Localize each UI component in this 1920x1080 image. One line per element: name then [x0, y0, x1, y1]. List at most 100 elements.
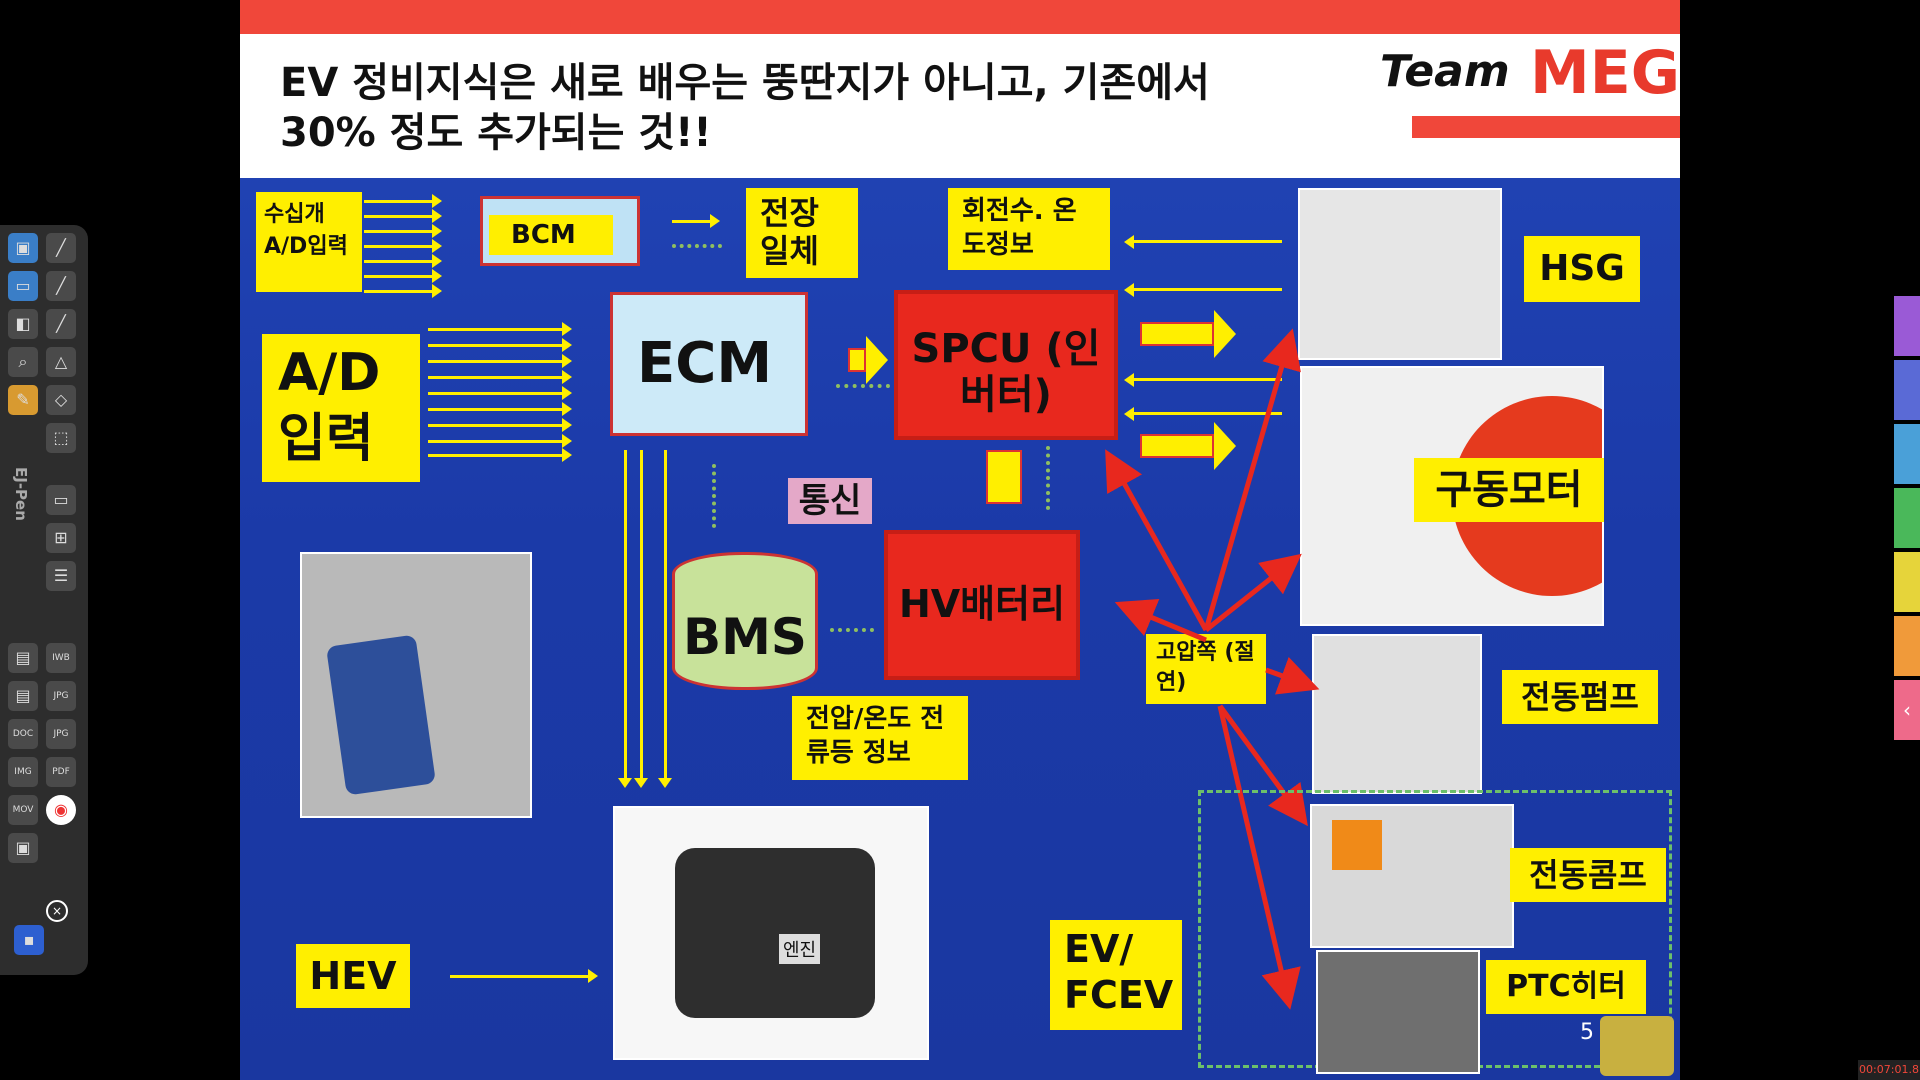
record-icon[interactable]: ◉: [46, 795, 76, 825]
arrow: [428, 418, 572, 432]
arrow: [658, 450, 672, 788]
doc-button[interactable]: DOC: [8, 719, 38, 749]
eraser-icon[interactable]: ◇: [46, 385, 76, 415]
red-arrow: [1204, 553, 1302, 632]
red-arrow: [1203, 328, 1301, 631]
brush-icon[interactable]: ╱: [46, 309, 76, 339]
brand-team: Team: [1380, 46, 1510, 97]
annotation-toolbar: ▣ ╱ ▭ ╱ ◧ ╱ ⌕ △ ✎ ◇ ⬚ EJ-Pen ▭ ⊞ ☰ ▤ IWB…: [0, 225, 88, 975]
tools-icon[interactable]: ✎: [8, 385, 38, 415]
ecm-block: ECM: [610, 292, 808, 436]
bms-block: BMS: [672, 552, 818, 690]
windows-icon[interactable]: ⊞: [46, 523, 76, 553]
side-tab-2[interactable]: [1894, 360, 1920, 420]
pen-icon[interactable]: ╱: [46, 233, 76, 263]
pump-label: 전동펌프: [1502, 670, 1658, 724]
pdf-export-button[interactable]: PDF: [46, 757, 76, 787]
mov-button[interactable]: MOV: [8, 795, 38, 825]
arrow: [364, 239, 442, 253]
rpm-temp-label: 회전수. 온도정보: [948, 188, 1110, 270]
jpg-export-button-2[interactable]: JPG: [46, 719, 76, 749]
motor-label: 구동모터: [1414, 458, 1604, 522]
battery-to-spcu-arrow: [986, 450, 1022, 504]
electrical-label: 전장 일체: [746, 188, 858, 278]
title-line-2: 30% 정도 추가되는 것!!: [280, 110, 712, 156]
side-tab-collapse-icon[interactable]: ‹: [1894, 680, 1920, 740]
spcu-block: SPCU (인버터): [894, 290, 1118, 440]
bcm-label: BCM: [489, 215, 613, 255]
presenter-thumbnail: [1600, 1016, 1674, 1076]
board-icon[interactable]: ▭: [46, 485, 76, 515]
magnifier-icon[interactable]: ⌕: [8, 347, 38, 377]
side-tab-3[interactable]: [1894, 424, 1920, 484]
notes-icon[interactable]: ▤: [8, 681, 38, 711]
arrow: [428, 402, 572, 416]
side-tab-1[interactable]: [1894, 296, 1920, 356]
engine-photo: 엔진: [613, 806, 929, 1060]
highlighter-icon[interactable]: ╱: [46, 271, 76, 301]
multi-ad-input-label: 수십개 A/D입력: [256, 192, 362, 292]
hsg-photo: [1298, 188, 1502, 360]
red-arrow: [1114, 599, 1207, 643]
page-number: 5: [1580, 1020, 1594, 1045]
hev-arrow: [450, 969, 598, 983]
arrow: [428, 370, 572, 384]
red-arrow: [1105, 449, 1209, 632]
arrow: [364, 269, 442, 283]
hsg-label: HSG: [1524, 236, 1640, 302]
bcm-block: BCM: [480, 196, 640, 266]
screen-icon[interactable]: ▭: [8, 271, 38, 301]
brand-underline: [1412, 116, 1680, 138]
slide-title: EV 정비지식은 새로 배우는 뚱딴지가 아니고, 기존에서 30% 정도 추가…: [280, 58, 1210, 158]
arrow: [364, 254, 442, 268]
slide: EV 정비지식은 새로 배우는 뚱딴지가 아니고, 기존에서 30% 정도 추가…: [240, 0, 1680, 1080]
folder-icon[interactable]: ▤: [8, 643, 38, 673]
arrow: [618, 450, 632, 788]
shape-icon[interactable]: △: [46, 347, 76, 377]
ecm-to-spcu-arrow: [848, 336, 888, 384]
presenter-icon[interactable]: ☰: [46, 561, 76, 591]
compressor-photo: [1310, 804, 1514, 948]
side-tab-4[interactable]: [1894, 488, 1920, 548]
arrow: [428, 338, 572, 352]
engine-label: 엔진: [779, 934, 821, 964]
whiteboard-icon[interactable]: ▣: [8, 233, 38, 263]
ptc-label: PTC히터: [1486, 960, 1646, 1014]
ad-input-label: A/D 입력: [262, 334, 420, 482]
arrow: [672, 214, 720, 228]
comm-label: 통신: [788, 478, 872, 524]
spcu-to-motor-arrow: [1140, 422, 1236, 470]
scanner-photo: [300, 552, 532, 818]
arrow: [634, 450, 648, 788]
high-voltage-label: 고압쪽 (절연): [1146, 634, 1266, 704]
red-arrow: [1217, 705, 1301, 1010]
iwb-export-button[interactable]: IWB: [46, 643, 76, 673]
arrow: [428, 448, 572, 462]
capture-icon[interactable]: ▣: [8, 833, 38, 863]
high-voltage-arrows: [1105, 328, 1320, 1010]
pump-photo: [1312, 634, 1482, 794]
arrow: [428, 322, 572, 336]
arrow: [428, 386, 572, 400]
minimize-icon[interactable]: ▪: [14, 925, 44, 955]
title-area: EV 정비지식은 새로 배우는 뚱딴지가 아니고, 기존에서 30% 정도 추가…: [240, 34, 1680, 178]
red-arrow: [1265, 656, 1320, 695]
color-palette-icon[interactable]: ◧: [8, 309, 38, 339]
title-line-1: EV 정비지식은 새로 배우는 뚱딴지가 아니고, 기존에서: [280, 60, 1210, 106]
comm-link: [1046, 446, 1050, 510]
img-button[interactable]: IMG: [8, 757, 38, 787]
toolbar-brand: EJ-Pen: [12, 467, 30, 521]
spcu-label: SPCU (인버터): [911, 326, 1101, 418]
jpg-export-button[interactable]: JPG: [46, 681, 76, 711]
close-icon[interactable]: ×: [46, 900, 68, 922]
vi-info-label: 전압/온도 전류등 정보: [792, 696, 968, 780]
spcu-to-hsg-arrow: [1140, 310, 1236, 358]
compressor-label: 전동콤프: [1510, 848, 1666, 902]
slide-top-bar: [240, 0, 1680, 34]
select-icon[interactable]: ⬚: [46, 423, 76, 453]
hv-battery-block: HV배터리: [884, 530, 1080, 680]
arrow: [364, 194, 442, 208]
side-tab-5[interactable]: [1894, 552, 1920, 612]
hev-label: HEV: [296, 944, 410, 1008]
side-tab-6[interactable]: [1894, 616, 1920, 676]
